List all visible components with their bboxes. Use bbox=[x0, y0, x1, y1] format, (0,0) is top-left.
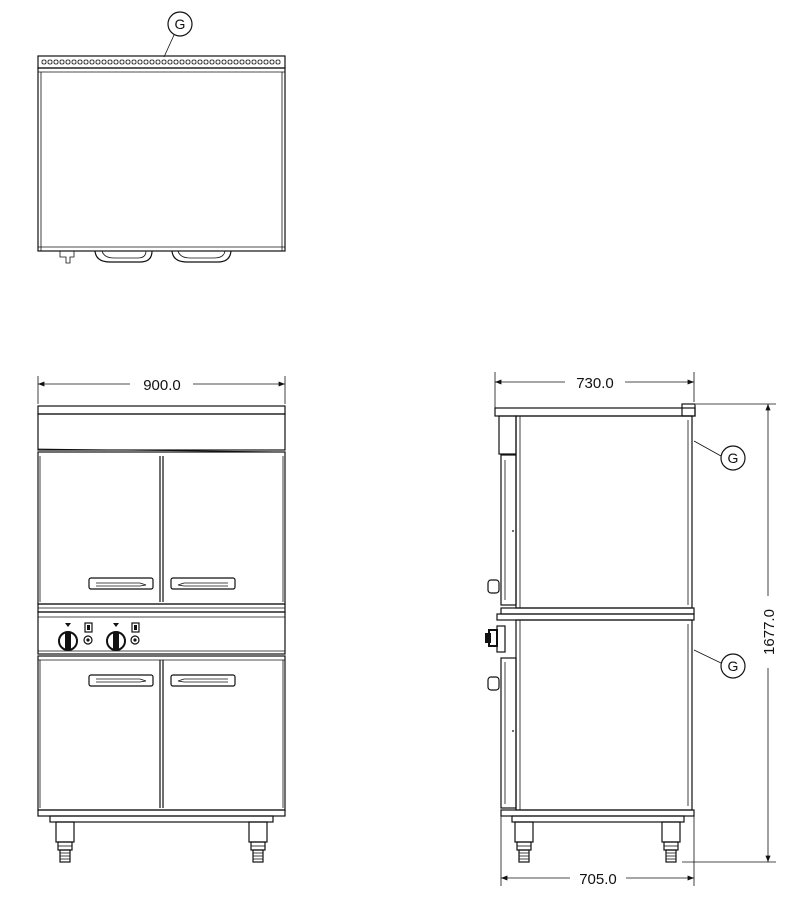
upper-cabinet bbox=[37, 451, 286, 605]
vent-hole bbox=[131, 59, 137, 65]
top-view: G bbox=[37, 11, 286, 264]
vent-hole bbox=[221, 59, 227, 65]
indicator-light-left bbox=[83, 622, 93, 645]
front-leg-right bbox=[248, 821, 268, 863]
vent-hole bbox=[101, 59, 107, 65]
vent-hole bbox=[191, 59, 197, 65]
vent-hole bbox=[275, 59, 281, 65]
side-height-label: 1677.0 bbox=[761, 609, 778, 655]
vent-hole bbox=[95, 59, 101, 65]
top-view-callout-label: G bbox=[175, 16, 186, 32]
vent-hole bbox=[113, 59, 119, 65]
vent-hole bbox=[59, 59, 65, 65]
vent-hole bbox=[251, 59, 257, 65]
vent-hole bbox=[161, 59, 167, 65]
vent-hole bbox=[89, 59, 95, 65]
vent-hole bbox=[263, 59, 269, 65]
front-leg-left bbox=[55, 821, 75, 863]
side-leg-front bbox=[514, 821, 534, 863]
vent-hole bbox=[47, 59, 53, 65]
vent-hole bbox=[83, 59, 89, 65]
vent-hole bbox=[233, 59, 239, 65]
thermostat-knob-left bbox=[58, 623, 78, 651]
top-view-handle-right bbox=[171, 250, 232, 263]
vent-hole bbox=[167, 59, 173, 65]
side-upper-callout-label: G bbox=[728, 450, 739, 466]
vent-hole bbox=[173, 59, 179, 65]
front-plinth bbox=[37, 809, 286, 817]
vent-hole bbox=[239, 59, 245, 65]
side-top-depth-label: 730.0 bbox=[576, 375, 614, 392]
control-panel bbox=[37, 611, 286, 655]
front-top-slab bbox=[37, 405, 286, 415]
vent-hole bbox=[137, 59, 143, 65]
front-base-frame bbox=[49, 815, 274, 823]
vent-holes bbox=[41, 59, 281, 65]
vent-hole bbox=[149, 59, 155, 65]
front-view: 900.0 bbox=[37, 376, 286, 863]
side-lower-handle bbox=[487, 676, 500, 691]
vent-hole bbox=[77, 59, 83, 65]
upper-right-door-handle bbox=[170, 577, 236, 590]
vent-hole bbox=[125, 59, 131, 65]
vent-hole bbox=[197, 59, 203, 65]
top-vent-strip bbox=[37, 55, 286, 69]
side-plinth bbox=[500, 809, 695, 817]
vent-hole bbox=[227, 59, 233, 65]
side-upper-door-edge bbox=[500, 454, 517, 606]
indicator-light-right bbox=[130, 622, 140, 645]
top-view-callout: G bbox=[163, 11, 193, 58]
vent-hole bbox=[203, 59, 209, 65]
vent-hole bbox=[53, 59, 59, 65]
vent-hole bbox=[119, 59, 125, 65]
upper-left-door-handle bbox=[88, 577, 154, 590]
vent-hole bbox=[269, 59, 275, 65]
side-upper-callout: G bbox=[693, 440, 746, 471]
lower-cabinet bbox=[37, 655, 286, 811]
side-bottom-depth-label: 705.0 bbox=[579, 871, 617, 888]
side-bottom-depth-dimension: 705.0 bbox=[500, 816, 695, 888]
side-upper-cabinet bbox=[515, 415, 693, 609]
vent-hole bbox=[65, 59, 71, 65]
vent-hole bbox=[143, 59, 149, 65]
side-view: 730.0 G bbox=[485, 372, 778, 888]
vent-hole bbox=[257, 59, 263, 65]
vent-hole bbox=[245, 59, 251, 65]
vent-hole bbox=[209, 59, 215, 65]
vent-hole bbox=[215, 59, 221, 65]
side-mid-frame bbox=[500, 607, 695, 615]
front-width-dimension: 900.0 bbox=[37, 376, 286, 404]
side-lower-callout: G bbox=[693, 649, 746, 679]
side-leg-rear bbox=[661, 821, 681, 863]
vent-hole bbox=[155, 59, 161, 65]
lower-right-door-handle bbox=[170, 674, 236, 687]
vent-hole bbox=[185, 59, 191, 65]
side-lower-callout-label: G bbox=[728, 658, 739, 674]
thermostat-knob-right bbox=[106, 623, 126, 651]
side-lower-cabinet bbox=[515, 619, 693, 811]
side-top-depth-dimension: 730.0 bbox=[494, 372, 695, 408]
front-upper-panel bbox=[37, 413, 286, 451]
side-base-frame bbox=[511, 815, 685, 823]
side-upper-front-panel bbox=[498, 415, 517, 455]
top-view-body bbox=[37, 67, 286, 252]
side-height-dimension: 1677.0 bbox=[682, 403, 778, 863]
vent-hole bbox=[179, 59, 185, 65]
front-width-label: 900.0 bbox=[143, 377, 181, 394]
top-view-handle-left bbox=[94, 250, 153, 263]
side-lower-door-edge bbox=[500, 657, 517, 809]
vent-hole bbox=[107, 59, 113, 65]
side-top-slab bbox=[494, 407, 696, 417]
side-upper-handle bbox=[487, 579, 500, 594]
side-control-knob bbox=[485, 625, 506, 653]
vent-hole bbox=[71, 59, 77, 65]
vent-hole bbox=[41, 59, 47, 65]
top-view-knob bbox=[59, 251, 75, 264]
lower-left-door-handle bbox=[88, 674, 154, 687]
